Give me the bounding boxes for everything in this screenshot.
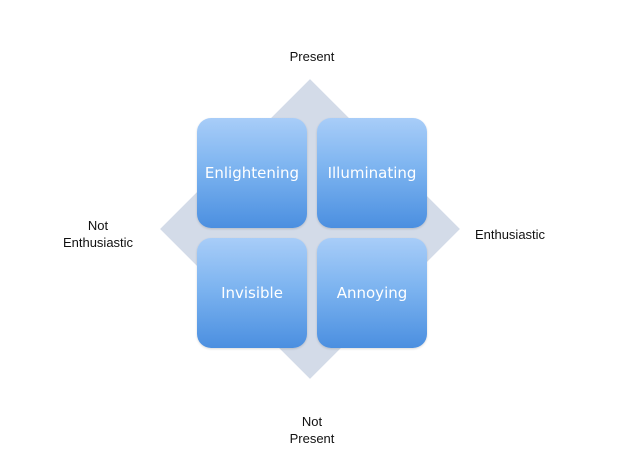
quadrant-top-left-label: Enlightening: [204, 164, 300, 182]
quadrant-top-left: Enlightening: [197, 118, 307, 228]
quadrant-bottom-left-label: Invisible: [221, 284, 283, 302]
axis-label-top: Present: [289, 49, 335, 64]
axis-label-right: Enthusiastic: [474, 227, 546, 242]
quadrant-top-right: Illuminating: [317, 118, 427, 228]
quadrant-bottom-right: Annoying: [317, 238, 427, 348]
axis-label-bottom: Not Present: [289, 414, 335, 446]
axis-label-left: Not Enthusiastic: [62, 218, 134, 250]
quadrant-top-right-label: Illuminating: [327, 164, 417, 182]
quadrant-bottom-left: Invisible: [197, 238, 307, 348]
quadrant-bottom-right-label: Annoying: [336, 284, 408, 302]
